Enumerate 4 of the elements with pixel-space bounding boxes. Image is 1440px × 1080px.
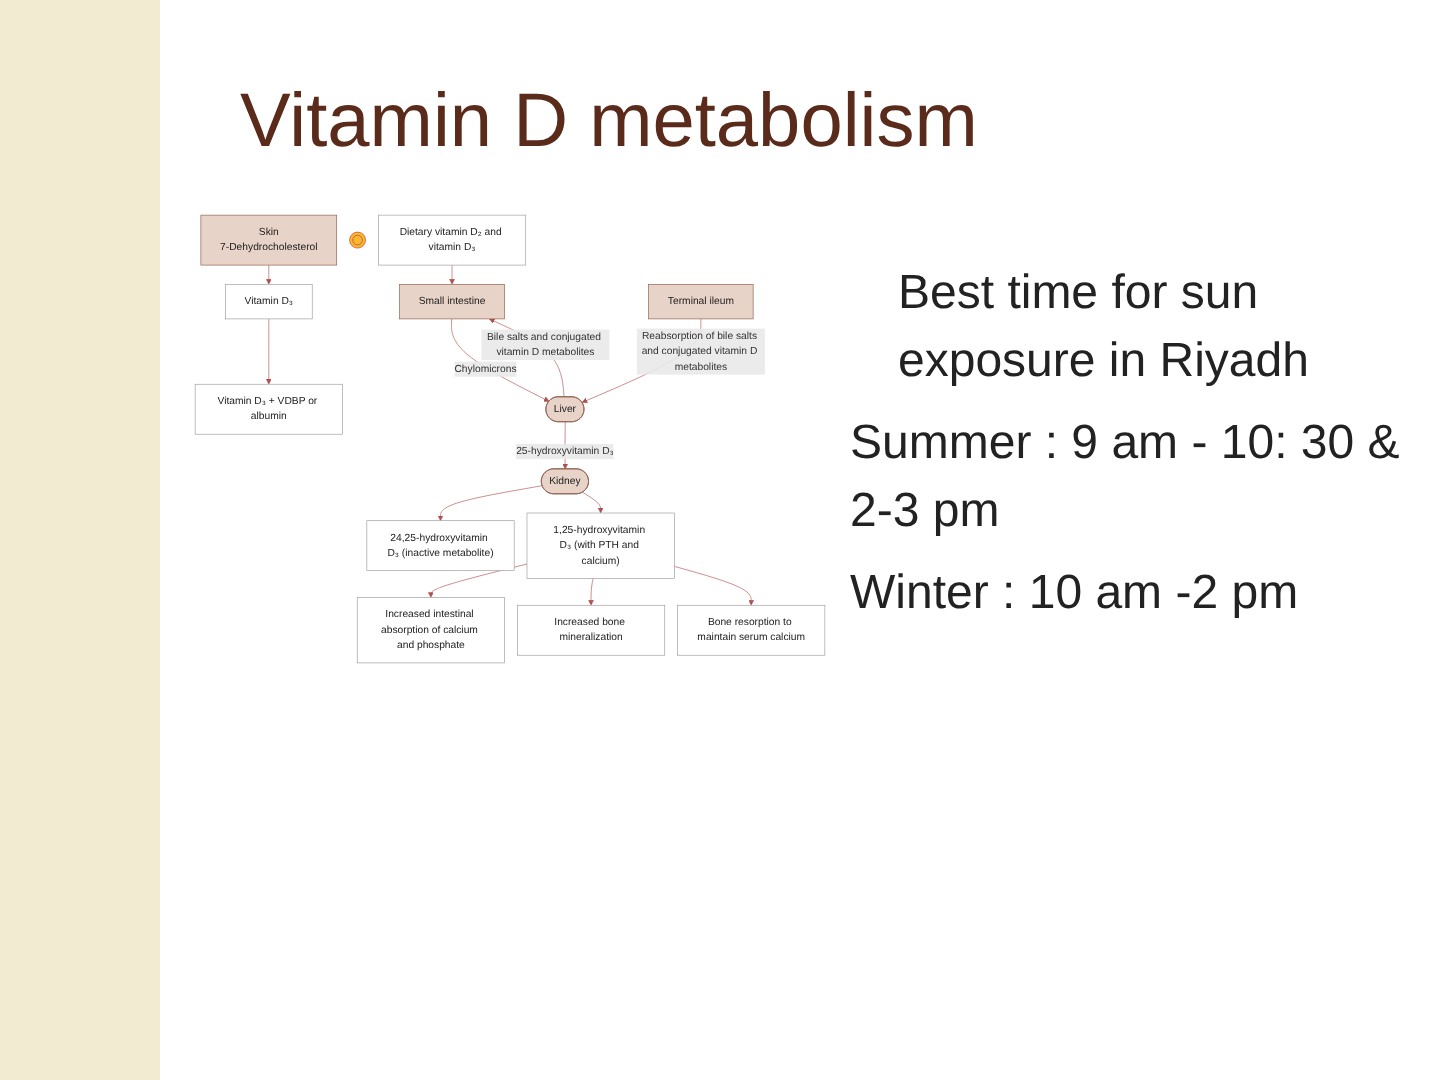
schedule-text: Summer : 9 am - 10: 30 & 2-3 pm — [850, 414, 1402, 542]
schedule-text: Winter : 10 am -2 pm — [850, 564, 1301, 625]
slide-title: Vitamin D metabolism — [240, 80, 978, 166]
bullet-text: Best time for sun exposure in Riyadh — [896, 264, 1311, 392]
